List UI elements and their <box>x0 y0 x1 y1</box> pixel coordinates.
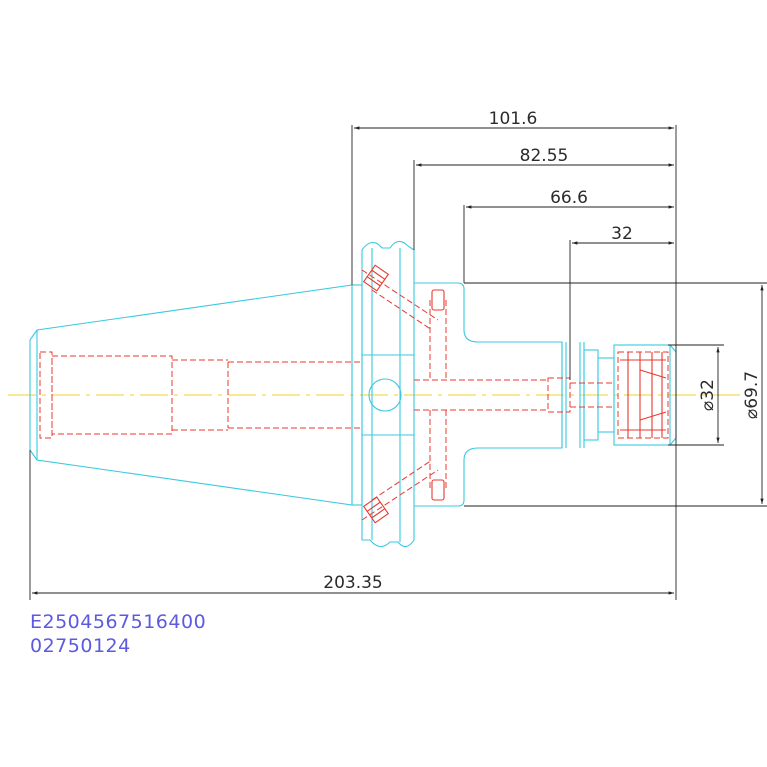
dim-32: 32 <box>611 224 633 244</box>
dim-dia-69-7: ⌀69.7 <box>742 371 762 419</box>
dim-dia-32: ⌀32 <box>698 379 718 411</box>
dim-82-55: 82.55 <box>520 146 569 166</box>
flange <box>351 240 415 548</box>
part-code-line-2: 02750124 <box>30 635 131 657</box>
drive-key-screws <box>362 264 445 524</box>
collet-nut <box>617 351 669 439</box>
dim-203-35: 203.35 <box>323 573 382 593</box>
dim-101-6: 101.6 <box>489 109 538 129</box>
part-code-line-1: E2504567516400 <box>30 611 207 633</box>
part-codes: E2504567516400 02750124 <box>30 610 206 658</box>
dimension-lines <box>29 125 767 600</box>
dim-66-6: 66.6 <box>550 188 588 208</box>
hidden-bores <box>39 269 614 521</box>
